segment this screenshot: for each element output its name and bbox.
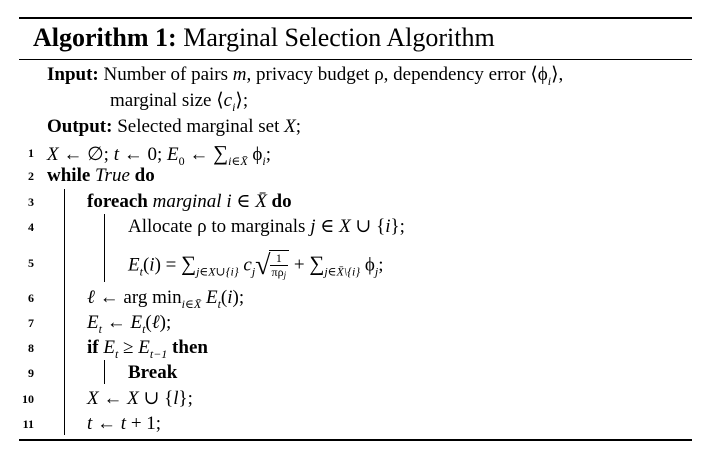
algo-line-6: 6 ℓ ← arg mini∈X̄ Et(i); [0,285,710,311]
input-text-1: Number of pairs m, privacy budget ρ, dep… [103,64,564,88]
line-3-text: foreach marginal i ∈ X̄ do [87,191,292,212]
line-number: 2 [28,169,34,183]
line-number: 8 [28,341,34,355]
keyword-while: while [47,165,91,186]
line-number: 4 [28,220,34,234]
algo-line-7: 7 Et ← Et(ℓ); [0,310,710,336]
line-number: 1 [28,146,34,160]
line-2-text: while True do [47,163,155,189]
input-line-1: Input: Number of pairs m, privacy budget… [47,62,563,94]
input-line-2: marginal size ⟨ci⟩; [110,88,248,120]
line-number: 10 [22,392,34,406]
input-text-2: marginal size ⟨ci⟩; [110,90,249,114]
keyword-do: do [134,165,155,186]
line-10-text: X ← X ∪ {l}; [87,388,193,409]
line-number: 11 [22,417,34,431]
keyword-foreach: foreach [87,191,148,212]
line-number: 6 [28,291,34,305]
output-keyword: Output: [47,116,113,137]
bottom-rule [19,439,692,441]
line-6-text: ℓ ← arg mini∈X̄ Et(i); [87,287,245,311]
algo-line-1: 1 X ← ∅; t ← 0; E0 ← ∑i∈X̄ ϕi; [0,140,710,168]
keyword-break: Break [128,362,178,383]
keyword-then: then [172,337,208,358]
line-11-text: t ← t + 1; [87,413,162,434]
algo-line-11: 11 t ← t + 1; [0,411,710,437]
algorithm-name: Marginal Selection Algorithm [183,23,495,52]
line-number: 9 [28,366,34,380]
algo-line-10: 10 X ← X ∪ {l}; [0,386,710,412]
keyword-do: do [271,191,292,212]
input-keyword: Input: [47,64,99,85]
algorithm-label: Algorithm 1: [33,23,177,52]
line-4-text: Allocate ρ to marginals j ∈ X ∪ {i}; [128,216,405,237]
title-rule [19,59,692,60]
output-line: Output: Selected marginal set X; [47,114,301,140]
line-number: 7 [28,316,34,330]
while-block-bar [64,189,65,435]
line-number: 3 [28,195,34,209]
algo-line-8: 8 if Et ≥ Et−1 then [0,335,710,361]
line-7-text: Et ← Et(ℓ); [87,312,172,336]
algo-line-3: 3 foreach marginal i ∈ X̄ do [0,189,710,215]
top-rule [19,17,692,19]
line-number: 5 [28,256,34,270]
algorithm-title: Algorithm 1: Marginal Selection Algorith… [33,23,495,53]
algo-line-9: 9 Break [0,360,710,386]
line-8-text: if Et ≥ Et−1 then [87,337,208,361]
keyword-if: if [87,337,99,358]
algo-line-4: 4 Allocate ρ to marginals j ∈ X ∪ {i}; [0,214,710,240]
if-block-bar [104,360,105,384]
algo-line-2: 2 while True do [0,163,710,189]
output-text: Selected marginal set X; [117,116,302,137]
line-1-text: X ← ∅; t ← 0; E0 ← ∑i∈X̄ ϕi; [47,141,272,168]
while-condition: True [95,165,130,186]
foreach-block-bar [104,214,105,282]
